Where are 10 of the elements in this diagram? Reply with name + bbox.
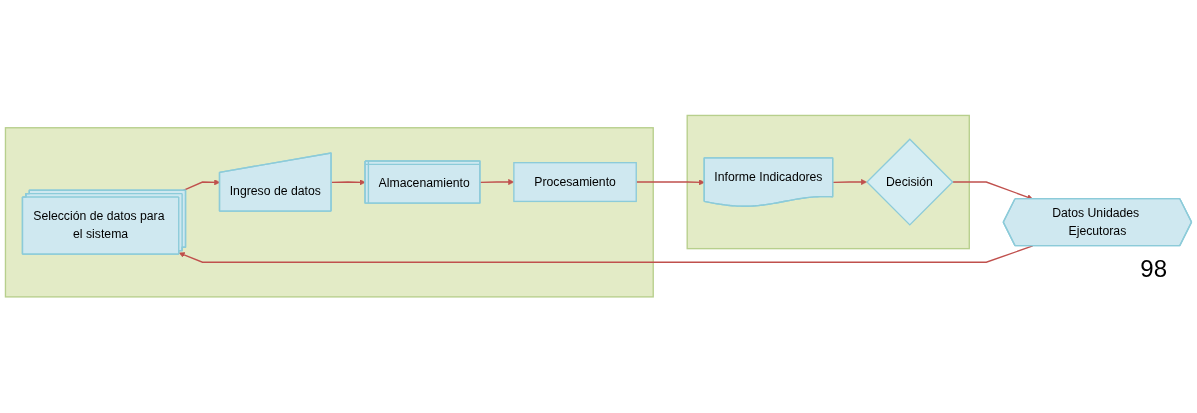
arrow (832, 179, 867, 186)
page-number: 98 (1140, 255, 1167, 282)
node-diamond: Decisión (866, 138, 954, 227)
cluster (4, 127, 654, 298)
arrow (182, 179, 221, 192)
arrow (178, 245, 1034, 264)
arrow (951, 181, 1034, 201)
node-box: Procesamiento (513, 162, 637, 203)
cluster (686, 115, 970, 250)
arrow (330, 179, 366, 186)
